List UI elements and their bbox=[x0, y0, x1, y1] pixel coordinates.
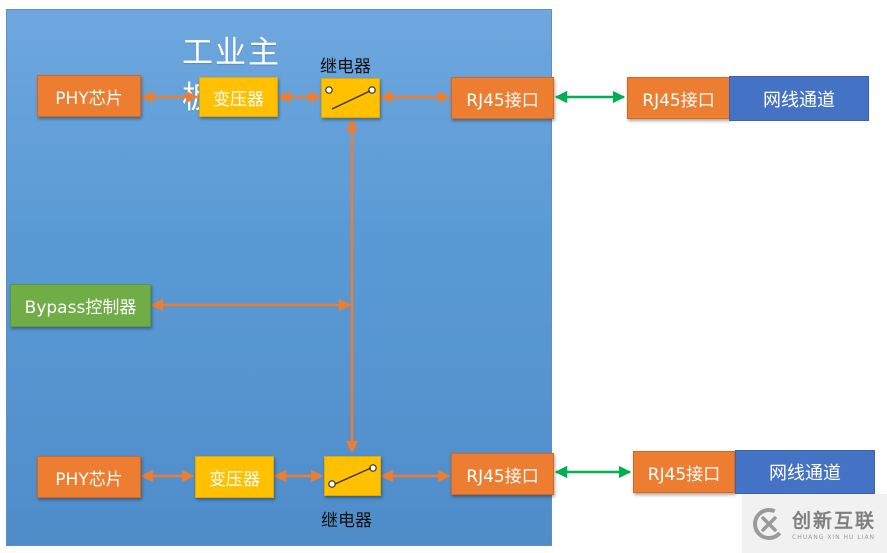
relay-label-bottom: 继电器 bbox=[321, 511, 372, 531]
phy-chip-bottom: PHY芯片 bbox=[37, 456, 141, 498]
brand-logo-icon bbox=[753, 507, 785, 540]
rj45-port-external-bottom: RJ45接口 bbox=[633, 451, 735, 493]
watermark-logo: 创新互联 CHUANG XIN HU LIAN bbox=[742, 494, 887, 553]
cable-channel-bottom: 网线通道 bbox=[735, 450, 875, 494]
rj45-port-external-top: RJ45接口 bbox=[627, 77, 730, 119]
switch-icon bbox=[325, 86, 376, 110]
rj45-port-board-bottom: RJ45接口 bbox=[451, 453, 554, 495]
rj45-port-board-top: RJ45接口 bbox=[451, 77, 554, 119]
phy-chip-top: PHY芯片 bbox=[37, 75, 141, 117]
relay-label-top: 继电器 bbox=[320, 57, 371, 77]
watermark-subtext: CHUANG XIN HU LIAN bbox=[792, 534, 876, 541]
relay-switch-bottom bbox=[324, 456, 381, 496]
bypass-controller: Bypass控制器 bbox=[10, 284, 151, 327]
watermark-text: 创新互联 bbox=[792, 510, 877, 532]
transformer-top: 变压器 bbox=[199, 77, 278, 117]
relay-switch-top bbox=[321, 78, 380, 118]
transformer-bottom: 变压器 bbox=[195, 456, 274, 498]
cable-channel-top: 网线通道 bbox=[729, 76, 869, 121]
switch-icon bbox=[328, 464, 377, 488]
